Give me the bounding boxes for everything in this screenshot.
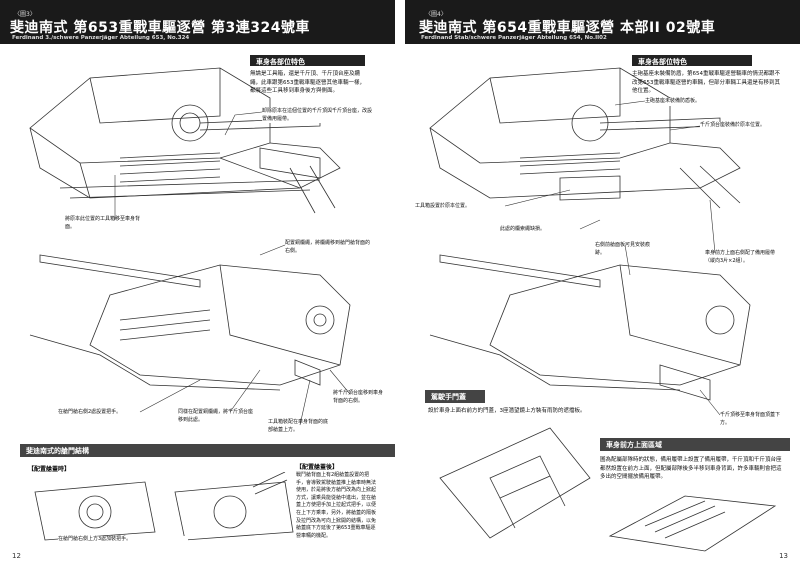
- left-callout-5: 同樣在配置銅纜繩，將千斤頂台座移到此處。: [178, 409, 256, 424]
- right-section-heading: 駕駛手門蓋: [425, 390, 485, 403]
- left-title: 斐迪南式 第653重戰車驅逐營 第3連324號車: [10, 20, 310, 36]
- left-section-heading: 斐迪南式的艙門結構: [20, 444, 395, 457]
- left-callout-6: 工具箱裝配在車身背面的底部艙蓋上方。: [268, 419, 329, 434]
- right-top-drawing: [429, 67, 741, 209]
- right-title: 斐迪南式 第654重戰車驅逐營 本部II 02號車: [419, 20, 716, 36]
- right-callout-6: 車身前方上面右側配了備用履帶（縱向3片×2組）。: [705, 250, 776, 265]
- right-callout-2: 千斤頂台座裝備於原本位置。: [700, 122, 790, 130]
- right-subtitle: Ferdinand Stab/schwere Panzerjäger Abtei…: [421, 35, 607, 41]
- left-hatch-drawings: [34, 472, 294, 541]
- right-figure-number: 〈圖4〉: [425, 11, 447, 18]
- left-page: 〈圖3〉 斐迪南式 第653重戰車驅逐營 第3連324號車 Ferdinand …: [0, 0, 395, 560]
- left-features-heading: 車身各部位特色: [250, 55, 365, 66]
- left-header: 〈圖3〉 斐迪南式 第653重戰車驅逐營 第3連324號車 Ferdinand …: [0, 0, 395, 44]
- right-page: 〈圖4〉 斐迪南式 第654重戰車驅逐營 本部II 02號車 Ferdinand…: [400, 0, 800, 565]
- left-bottom-caption: 在艙門艙右側上方3處加裝把手。: [58, 536, 188, 544]
- right-callout-3: 工具箱設置於原本位置。: [415, 203, 505, 211]
- right-features-text: 主砲基座未裝備防盾，第654重戰車驅逐營輛車的情況都跟不改第653重戰車驅逐營的…: [632, 71, 780, 94]
- right-features-heading: 車身各部位特色: [632, 55, 752, 66]
- right-callout-4: 此處的纜索繩缺損。: [500, 226, 580, 234]
- right-bottom-drawing: [429, 254, 751, 401]
- left-figure-number: 〈圖3〉: [14, 11, 36, 18]
- right-leader-lines: [504, 100, 721, 416]
- left-sublabel-after: 【配置艙蓋後】: [296, 464, 339, 471]
- right-front-drawing: [608, 495, 777, 552]
- left-callout-2: 將原本此位置的工具箱移至車身背面。: [65, 216, 141, 231]
- right-callout-7: 千斤頂移至車身背面頂蓋下方。: [720, 412, 781, 427]
- right-header: 〈圖4〉 斐迪南式 第654重戰車驅逐營 本部II 02號車 Ferdinand…: [405, 0, 800, 44]
- left-callout-1: 卸除原本在這個位置的千斤頂與千斤頂台座，改設置備用履帶。: [262, 108, 373, 123]
- right-callout-1: 主砲基座未裝備防盾板。: [645, 98, 745, 106]
- left-sublabel-before: 【配置艙蓋時】: [28, 466, 71, 473]
- left-features-text: 無論是工具箱，還是千斤頂、千斤頂台座及纜繩，此車跟第653重戰車驅逐營其他車輛一…: [250, 71, 365, 94]
- right-section2-text: 圖為配屬部隊時的狀態，備用履帶上設置了備用履帶，千斤頂和千斤頂台座都然設置在前方…: [600, 457, 782, 480]
- left-bottom-drawing: [29, 254, 351, 391]
- right-hatch-drawing: [439, 427, 591, 539]
- left-page-number: 12: [12, 552, 21, 560]
- left-callout-7: 將千斤頂台座移到車身背面的右側。: [333, 390, 384, 405]
- right-section2-heading: 車身前方上面區域: [600, 438, 790, 451]
- left-callout-3: 配置銅纜繩，將纜繩移到艙門艙背面的右側。: [285, 240, 371, 255]
- left-hatch-text: 戰鬥艙背面上有2組艙蓋設置的把手，會導致駕駛艙蓋推上艙車時無法使用，於是將後方艙…: [296, 472, 377, 539]
- left-leader-lines: [114, 111, 351, 426]
- right-page-number: 13: [779, 552, 788, 560]
- left-callout-4: 在艙門艙右側2處設置把手。: [58, 409, 158, 417]
- right-section-text: 設於車身上面右前方的門蓋，3座潛望鏡上方裝有雨防的遮擋板。: [428, 408, 586, 414]
- right-callout-5: 右側前艙面板可見安裝痕跡。: [595, 242, 655, 257]
- left-subtitle: Ferdinand 3./schwere Panzerjäger Abteilu…: [12, 35, 190, 41]
